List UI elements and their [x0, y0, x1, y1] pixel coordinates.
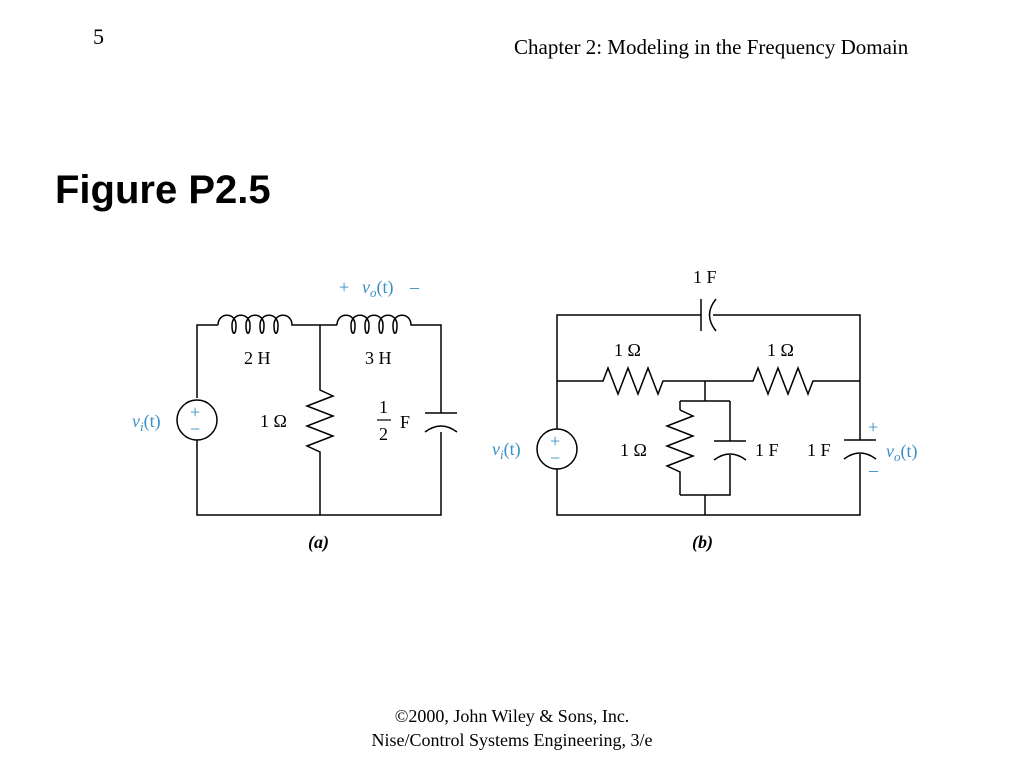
wire	[680, 455, 731, 496]
wire	[196, 432, 442, 516]
source-minus: −	[190, 419, 200, 439]
resistor-right	[748, 365, 860, 397]
figure-title: Figure P2.5	[55, 168, 271, 212]
inductor-2h	[217, 314, 300, 334]
source-plus: +	[190, 402, 200, 422]
mid-capacitor-plate-bottom	[713, 453, 747, 461]
resistor-left	[598, 365, 666, 397]
wire	[556, 314, 701, 430]
resistor-left-label: 1 Ω	[614, 340, 641, 360]
voltage-source	[176, 399, 218, 441]
caption-a: (a)	[308, 532, 329, 553]
cap-numerator: 1	[379, 397, 388, 417]
source-label: vi(t)	[492, 439, 521, 462]
right-capacitor-plate-bottom	[843, 452, 877, 460]
caption-b: (b)	[692, 532, 713, 553]
source-plus: +	[550, 431, 560, 451]
footer: ©2000, John Wiley & Sons, Inc. Nise/Cont…	[0, 704, 1024, 752]
voltage-source	[536, 428, 578, 470]
inductor-3h-label: 3 H	[365, 348, 392, 368]
circuit-a: + − vi(t) 2 H 3 H 1 Ω 1 2 F + vo(t) – (a…	[132, 277, 458, 553]
source-minus: −	[550, 448, 560, 468]
inductor-3h	[336, 314, 420, 334]
top-cap-label: 1 F	[693, 267, 717, 287]
inductor-2h-label: 2 H	[244, 348, 271, 368]
wire	[196, 324, 218, 398]
cap-right-label: 1 F	[807, 440, 831, 460]
resistor-mid-label: 1 Ω	[620, 440, 647, 460]
footer-book: Nise/Control Systems Engineering, 3/e	[371, 730, 653, 750]
footer-copyright: ©2000, John Wiley & Sons, Inc.	[394, 706, 630, 726]
wire	[556, 454, 861, 516]
output-plus: +	[339, 277, 349, 297]
output-label: vo(t)	[362, 277, 394, 300]
resistor-right-label: 1 Ω	[767, 340, 794, 360]
wire	[420, 324, 442, 413]
circuit-b: + − vi(t) 1 F 1 Ω 1 Ω 1 Ω 1 F 1 F + vo(t…	[492, 267, 918, 553]
output-plus: +	[868, 417, 878, 437]
source-label: vi(t)	[132, 411, 161, 434]
cap-unit: F	[400, 412, 410, 432]
output-minus: –	[868, 460, 879, 480]
resistor-mid	[664, 409, 696, 495]
resistor-1ohm	[304, 385, 336, 455]
top-capacitor-plate-right	[708, 298, 717, 332]
output-label: vo(t)	[886, 441, 918, 464]
cap-mid-label: 1 F	[755, 440, 779, 460]
wire	[713, 314, 861, 440]
output-minus: –	[409, 277, 420, 297]
capacitor-plate-bottom	[424, 425, 458, 433]
resistor-label: 1 Ω	[260, 411, 287, 431]
cap-denominator: 2	[379, 424, 388, 444]
chapter-title: Chapter 2: Modeling in the Frequency Dom…	[514, 35, 909, 59]
page-number: 5	[93, 24, 104, 49]
